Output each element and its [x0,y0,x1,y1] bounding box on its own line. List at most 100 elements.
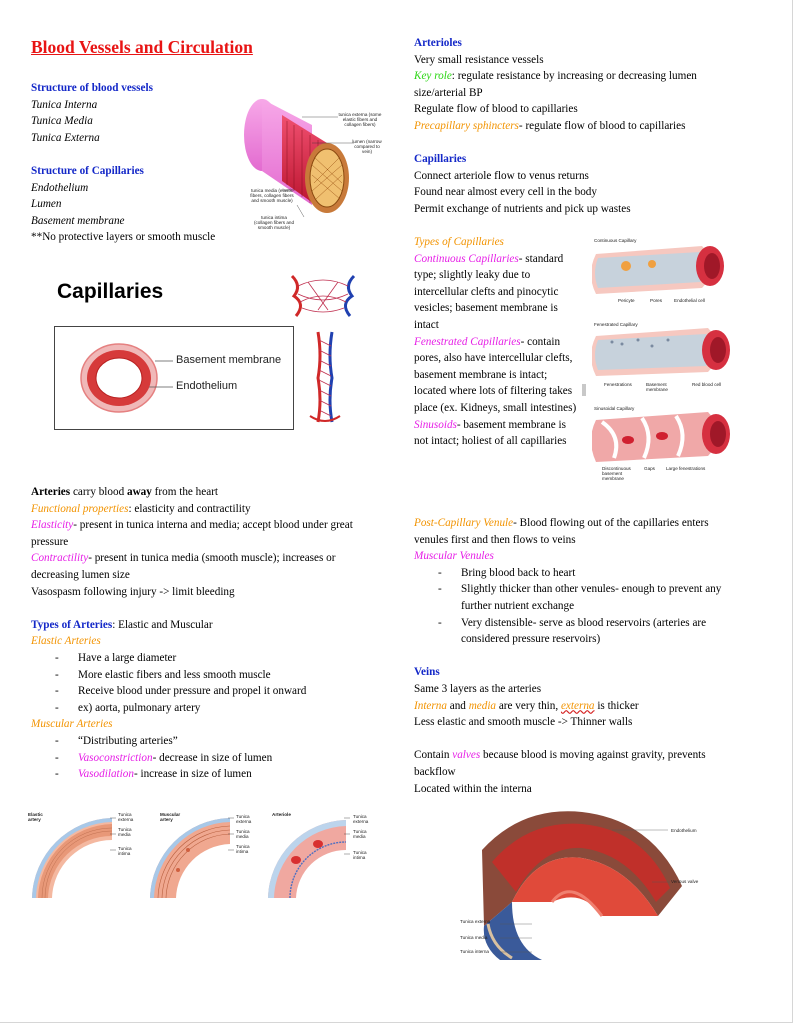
arteries-line1: Arteries carry blood away from the heart [31,486,219,498]
text-cursor [582,384,586,396]
veins-line3: Less elastic and smooth muscle -> Thinne… [414,716,633,729]
vein-figure: Endothelium Venous valve Tunica externa … [452,806,742,964]
cap-basement: Basement membrane [31,214,125,227]
label-endothelium: Endothelium [176,380,238,392]
capillary-types-figure: Continuous Capillary Pericyte Pores Endo… [591,236,738,482]
veins-line5: Located within the interna [414,782,532,795]
venules-section: Post-Capillary Venule- Blood flowing out… [414,515,739,797]
label-red-blood-cell: Red blood cell [692,382,722,387]
label-tunica-externa: tunica externa (some elastic fibers and … [338,112,382,128]
list-item: Have a large diameter [31,650,367,667]
types-arteries-heading: Types of Arteries: Elastic and Muscular [31,618,213,631]
label-vein-interna: Tunica interna [460,949,489,954]
label-tunica-media: tunica media (elastic fibers, collagen f… [250,188,294,204]
fenestrated-capillaries: Fenestrated Capillaries- contain pores, … [414,335,577,414]
capillary-network-illustration [290,274,356,423]
functional-properties: Functional properties: elasticity and co… [31,502,251,515]
page-title: Blood Vessels and Circulation [31,37,253,57]
list-item: Slightly thicker than other venules- eno… [414,581,739,614]
label-basement-membrane: Basement membrane [176,354,282,366]
list-item: Bring blood back to heart [414,565,739,582]
fenestrated-capillary-illustration [591,328,730,376]
vasospasm: Vasospasm following injury -> limit blee… [31,585,235,598]
structure-of-vessels: Structure of blood vessels Tunica Intern… [31,80,241,246]
label-intima: Tunica intima [118,846,132,857]
label-pericyte: Pericyte [618,298,635,303]
arterioles-heading: Arterioles [414,37,462,49]
list-item: “Distributing arteries” [31,733,367,750]
capillaries-heading: Capillaries [414,153,467,166]
structure-heading: Structure of blood vessels [31,82,153,94]
label-elastic-artery: Elastic artery [28,812,43,823]
label-externa: Tunica externa [118,812,134,823]
capillary-types-illustration [591,246,730,462]
label-fenestrated-capillary: Fenestrated Capillary [594,322,638,327]
cap-endothelium: Endothelium [31,181,89,194]
cap-lumen: Lumen [31,198,62,211]
arteriole-illustration [268,820,347,899]
label-intima: Tunica intima [236,844,250,855]
vein-valve-illustration [482,811,682,960]
cap-note: **No protective layers or smooth muscle [31,231,216,244]
arteries-section: Arteries carry blood away from the heart… [31,484,367,783]
capillaries-line: Connect arteriole flow to venus returns [414,169,589,182]
capillary-bed-figure [288,266,358,428]
arterioles-line1: Very small resistance vessels [414,53,544,66]
label-basement-membrane-cap: Basement membrane [646,382,668,393]
capillaries-panel-title: Capillaries [57,280,164,303]
label-pores: Pores [650,298,663,303]
arterioles-section: Arterioles Very small resistance vessels… [414,35,719,218]
elasticity: Elasticity- present in tunica interna an… [31,519,353,548]
label-externa: Tunica externa [236,814,252,825]
muscular-arteries-label: Muscular Arteries [31,718,113,731]
label-media: Tunica media [353,829,367,840]
label-endothelial-cell: Endothelial cell [674,298,705,303]
label-sinusoidal-capillary: Sinusoidal Capillary [594,406,635,411]
muscular-venules-list: Bring blood back to heart Slightly thick… [414,565,739,648]
label-large-fenestrations: Large fenestrations [666,466,706,471]
capillary-cross-section: Basement membrane Endothelium [54,326,294,430]
label-venous-valve: Venous valve [671,879,699,884]
label-externa: Tunica externa [353,814,369,825]
muscular-venules-label: Muscular Venules [414,550,494,563]
layer-externa: Tunica Externa [31,131,100,144]
veins-heading: Veins [414,666,440,679]
continuous-capillaries: Continuous Capillaries- standard type; s… [414,252,564,331]
label-muscular-artery: Muscular artery [160,812,181,823]
sinusoids: Sinusoids- basement membrane is not inta… [414,418,567,448]
label-intima: Tunica intima [353,850,367,861]
label-continuous-capillary: Continuous Capillary [594,238,637,243]
veins-line2: Interna and media are very thin, externa… [414,699,639,712]
muscular-arteries-list: “Distributing arteries” Vasoconstriction… [31,733,367,783]
capillaries-line: Found near almost every cell in the body [414,186,597,199]
arterioles-line3: Regulate flow of blood to capillaries [414,103,578,116]
contractility: Contractility- present in tunica media (… [31,552,336,581]
types-capillaries-heading: Types of Capillaries [414,236,504,248]
layer-media: Tunica Media [31,115,93,128]
list-item: More elastic fibers and less smooth musc… [31,667,367,684]
elastic-artery-illustration [32,818,113,899]
elastic-arteries-list: Have a large diameter More elastic fiber… [31,650,367,716]
label-media: Tunica media [118,827,132,838]
capillaries-line: Permit exchange of nutrients and pick up… [414,202,631,215]
layer-interna: Tunica Interna [31,98,98,111]
sinusoidal-capillary-illustration [591,412,730,462]
key-role: Key role: regulate resistance by increas… [414,70,697,99]
label-gaps: Gaps [644,466,655,471]
label-media: Tunica media [236,829,250,840]
vessel-layers-figure: tunica externa (some elastic fibers and … [242,95,382,233]
muscular-artery-illustration [150,818,231,899]
label-discontinuous: Discontinuous basement membrane [602,466,631,482]
label-vein-externa: Tunica externa [460,919,491,924]
artery-cross-sections [32,817,350,899]
label-vein-media: Tunica media [460,935,488,940]
vessel-layers-illustration [244,99,354,218]
list-item: Receive blood under pressure and propel … [31,683,367,700]
artery-panels-figure: Elastic artery Tunica externa Tunica med… [28,810,384,900]
capillary-ring-illustration [80,343,173,413]
label-vein-endothelium: Endothelium [671,828,697,833]
label-lumen: lumen (narrow compared to vein) [352,139,382,155]
list-item: ex) aorta, pulmonary artery [31,700,367,717]
label-tunica-intima: tunica intima (collagen fibers and smoot… [253,215,295,231]
